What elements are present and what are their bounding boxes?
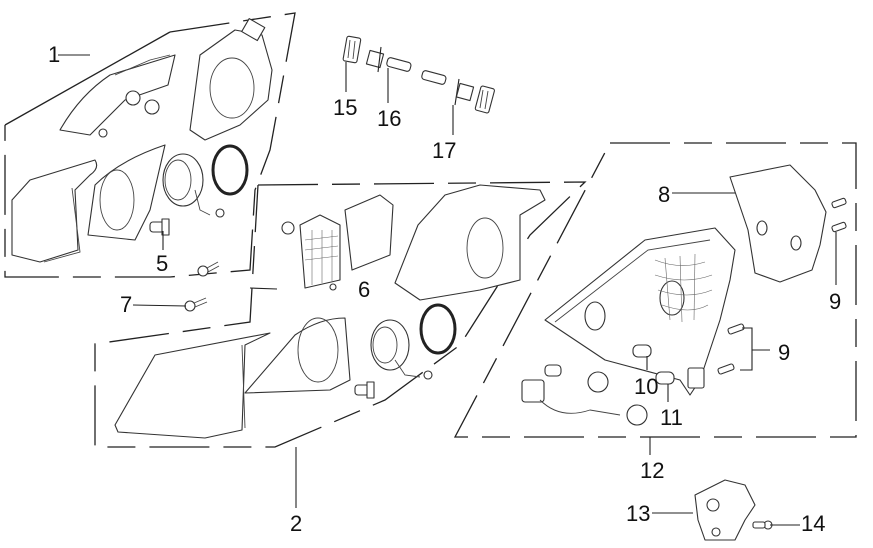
callout-10: 10 (634, 374, 658, 399)
callout-14: 14 (801, 511, 825, 536)
bulb-right (354, 381, 375, 399)
headlight-housing-rear (544, 227, 736, 396)
screw-14 (752, 520, 773, 530)
callout-9a: 9 (829, 289, 841, 314)
group-frame-12 (453, 142, 857, 438)
callout-5: 5 (156, 251, 168, 276)
reflector-grid (654, 253, 713, 323)
leader-lines (58, 54, 837, 526)
bracket-13 (694, 479, 756, 541)
callout-7: 7 (120, 292, 132, 317)
leader-6 (249, 287, 278, 290)
reflector-bezel-left (87, 144, 166, 241)
group-frame-2 (94, 181, 587, 448)
group-frame-1 (4, 12, 296, 278)
leader-7 (132, 304, 187, 307)
rubber-cap-15b (474, 85, 495, 114)
reflector-bezel-right (244, 317, 351, 394)
housing-left (189, 18, 273, 141)
lens-ring-right (419, 303, 457, 355)
lens-ring-left (211, 144, 249, 196)
screw-9a (831, 197, 847, 233)
bulb-5 (149, 218, 170, 236)
headlight-lens-left (11, 159, 98, 263)
bulb-11 (655, 371, 675, 385)
socket-wiring (521, 364, 705, 426)
screw-7b (184, 297, 208, 312)
callout-11: 11 (660, 405, 683, 430)
rubber-cap-15 (342, 35, 362, 64)
screw-9b (717, 323, 745, 375)
headlight-lens-right (114, 332, 271, 439)
callout-9b: 9 (778, 340, 790, 365)
callout-8: 8 (658, 182, 670, 207)
callout-1: 1 (48, 42, 60, 67)
adjuster-bolt-17 (421, 70, 475, 106)
cover-panel-6 (281, 194, 394, 291)
callout-6: 6 (358, 277, 370, 302)
callout-labels: 1 2 5 6 7 8 9 9 10 11 12 13 14 15 16 17 (48, 42, 841, 536)
callout-2: 2 (290, 511, 302, 536)
rear-cover-8 (729, 164, 827, 283)
callout-16: 16 (377, 106, 401, 131)
vent-grid (304, 230, 339, 285)
adjuster-bolt-16 (365, 46, 412, 73)
callout-12: 12 (640, 458, 664, 483)
callout-15: 15 (333, 95, 357, 120)
screw-7a (197, 261, 220, 277)
callout-17: 17 (432, 138, 456, 163)
bulb-10 (632, 344, 652, 358)
housing-right (394, 184, 546, 301)
leader-9b-bracket (740, 327, 753, 371)
callout-13: 13 (626, 501, 650, 526)
projector-lens-right (370, 319, 433, 380)
projector-lens-left (162, 153, 225, 218)
wiring-harness-left (59, 54, 176, 138)
